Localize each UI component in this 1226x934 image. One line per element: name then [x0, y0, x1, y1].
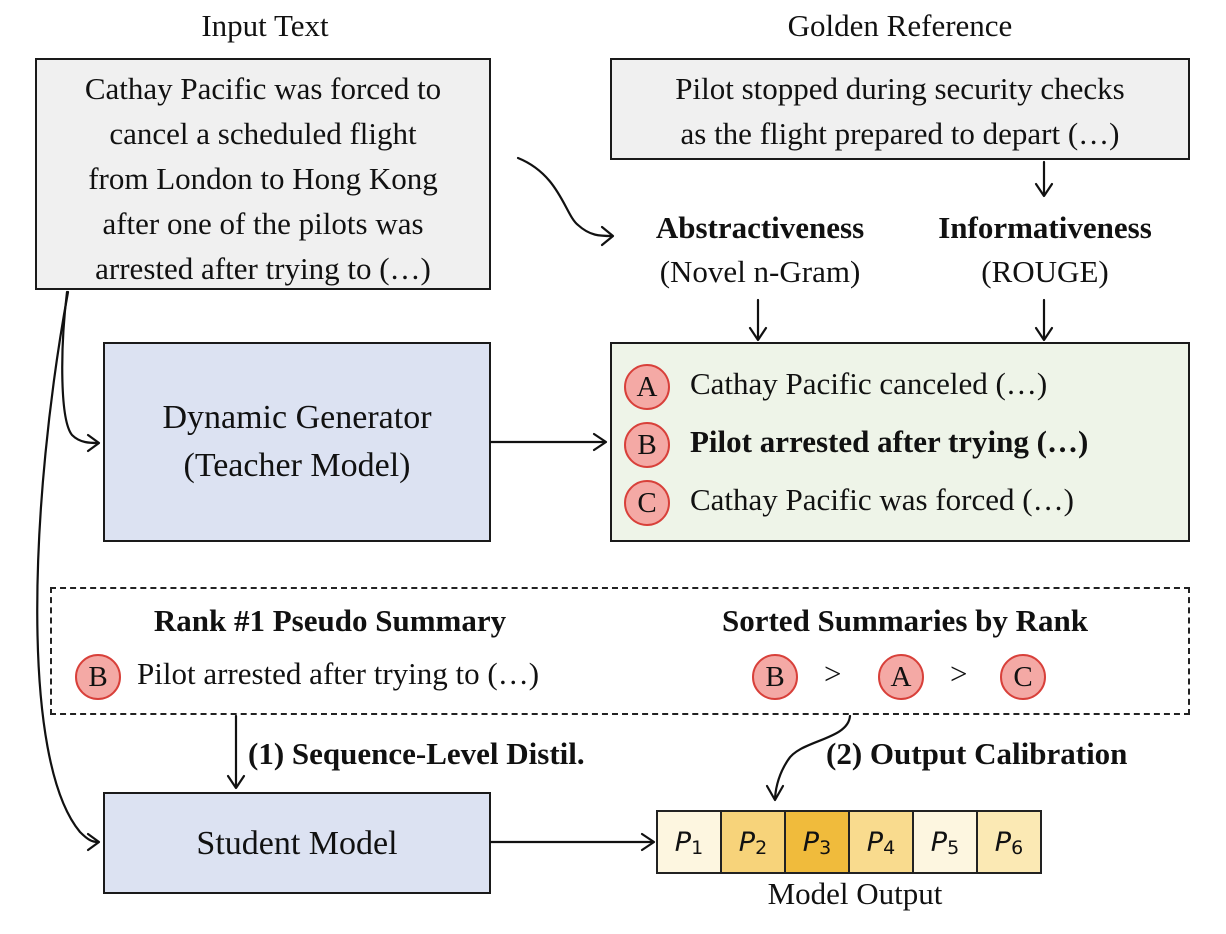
distil-step-label: (1) Sequence-Level Distil.	[248, 736, 585, 771]
rank-separator: >	[824, 656, 842, 691]
informativeness-title: Informativeness	[938, 210, 1152, 245]
calibration-step-label: (2) Output Calibration	[826, 736, 1128, 771]
candidate-text-best: Pilot arrested after trying (…)	[690, 424, 1089, 459]
candidate-badge: A	[624, 364, 670, 410]
student-model-label: Student Model	[196, 824, 398, 862]
arrow-input-to-student	[36, 290, 100, 844]
candidate-text: Cathay Pacific canceled (…)	[690, 366, 1048, 401]
arrow-ranking-to-output	[773, 714, 852, 800]
candidate-badge: B	[624, 422, 670, 468]
sorted-badge: C	[1000, 654, 1046, 700]
generator-subtitle: (Teacher Model)	[183, 447, 411, 484]
candidate-text: Cathay Pacific was forced (…)	[690, 482, 1074, 517]
input-line: cancel a scheduled flight	[109, 116, 417, 151]
input-line: Cathay Pacific was forced to	[84, 71, 442, 106]
dynamic-generator-box: Dynamic Generator (Teacher Model)	[103, 342, 491, 542]
rank1-badge: B	[75, 654, 121, 700]
rank1-title: Rank #1 Pseudo Summary	[153, 603, 507, 638]
input-text-heading: Input Text	[201, 8, 329, 43]
ranking-region	[50, 587, 1190, 715]
informativeness-subtitle: (ROUGE)	[981, 254, 1109, 289]
candidate-badge: C	[624, 480, 670, 526]
abstractiveness-subtitle: (Novel n-Gram)	[659, 254, 861, 289]
student-model-box: Student Model	[103, 792, 491, 894]
generator-title: Dynamic Generator	[162, 399, 432, 436]
arrow-input-to-abstractiveness	[516, 156, 614, 238]
rank-separator: >	[950, 656, 968, 691]
sorted-badge: A	[878, 654, 924, 700]
arrow-input-to-generator	[61, 290, 100, 445]
input-line: from London to Hong Kong	[88, 161, 438, 196]
golden-reference-box: Pilot stopped during security checks as …	[610, 58, 1190, 160]
candidates-box: A Cathay Pacific canceled (…) B Pilot ar…	[610, 342, 1190, 542]
reference-line: as the flight prepared to depart (…)	[680, 116, 1120, 151]
sorted-title: Sorted Summaries by Rank	[721, 603, 1088, 638]
sorted-badge: B	[752, 654, 798, 700]
golden-reference-heading: Golden Reference	[787, 8, 1013, 43]
input-line: arrested after trying to (…)	[95, 251, 431, 286]
rank1-text: Pilot arrested after trying to (…)	[137, 656, 540, 691]
input-text-box: Cathay Pacific was forced to cancel a sc…	[35, 58, 491, 290]
input-line: after one of the pilots was	[102, 206, 424, 241]
abstractiveness-title: Abstractiveness	[655, 210, 865, 245]
reference-line: Pilot stopped during security checks	[675, 71, 1125, 106]
model-output-label: Model Output	[767, 876, 943, 911]
